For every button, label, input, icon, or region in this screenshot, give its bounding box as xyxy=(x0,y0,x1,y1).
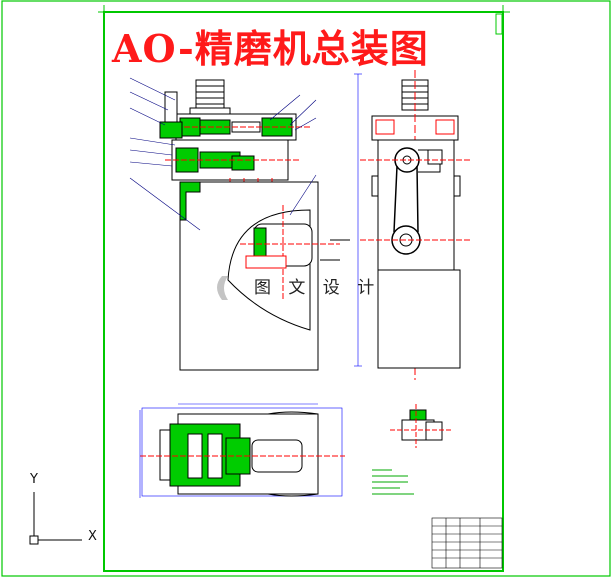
front-view xyxy=(129,77,350,371)
drawing-frame xyxy=(103,11,504,572)
watermark-logo-icon xyxy=(217,276,228,300)
drawing-title: AO-精磨机总装图 xyxy=(112,26,429,71)
section-view xyxy=(139,403,414,498)
ucs-y-label: Y xyxy=(30,472,38,487)
detail-view xyxy=(390,404,452,448)
ucs-x-label: X xyxy=(88,529,97,544)
ucs-icon xyxy=(29,492,82,545)
watermark-text: 图 文 设 计 xyxy=(254,278,381,298)
watermark: 图 文 设 计 xyxy=(210,271,385,301)
title-block xyxy=(431,517,503,569)
side-view xyxy=(354,70,470,380)
